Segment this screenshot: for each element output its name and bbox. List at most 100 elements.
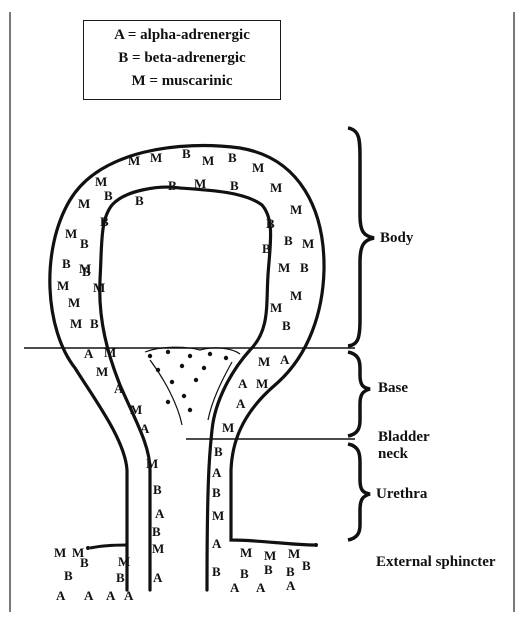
- receptor-marker-left-wall: M: [93, 280, 105, 295]
- receptor-marker-base-left: A: [114, 381, 124, 396]
- receptor-marker-urethra-right: M: [212, 508, 224, 523]
- receptor-marker-sphincter-right: B: [302, 558, 311, 573]
- label-bladder-neck-line2: neck: [378, 446, 408, 463]
- legend-alpha: A = alpha-adrenergic: [84, 27, 280, 44]
- receptor-marker-top-row: M: [252, 160, 264, 175]
- receptor-marker-upper-ring: B: [168, 178, 177, 193]
- receptor-marker-urethra-left: A: [155, 506, 165, 521]
- receptor-marker-sphincter-right: B: [286, 564, 295, 579]
- receptor-marker-right-wall: B: [266, 216, 275, 231]
- label-urethra: Urethra: [376, 486, 427, 503]
- trigone-dot: [188, 408, 192, 412]
- receptor-marker-base-left: A: [84, 346, 94, 361]
- receptor-marker-top-row: M: [202, 153, 214, 168]
- receptor-marker-left-wall: B: [82, 264, 91, 279]
- receptor-marker-left-wall: B: [100, 214, 109, 229]
- receptor-marker-upper-ring: B: [230, 178, 239, 193]
- receptor-marker-upper-ring: M: [194, 176, 206, 191]
- receptor-marker-right-wall: M: [290, 202, 302, 217]
- trigone-dot: [202, 366, 206, 370]
- receptor-marker-sphincter-right: M: [288, 546, 300, 561]
- trigone-dot: [208, 352, 212, 356]
- receptor-marker-sphincter-right: B: [264, 562, 273, 577]
- receptor-marker-sphincter-left: A: [106, 588, 116, 603]
- receptor-marker-top-row: B: [228, 150, 237, 165]
- receptor-marker-base-right: M: [258, 354, 270, 369]
- receptor-marker-right-wall: B: [282, 318, 291, 333]
- legend-muscarinic: M = muscarinic: [84, 73, 280, 90]
- receptor-marker-right-wall: M: [290, 288, 302, 303]
- receptor-marker-urethra-left: M: [146, 456, 158, 471]
- trigone-right-edge: [208, 362, 232, 420]
- receptor-marker-base-left: M: [130, 402, 142, 417]
- receptor-marker-left-wall: B: [104, 188, 113, 203]
- receptor-marker-urethra-right: B: [212, 564, 221, 579]
- receptor-marker-left-wall: M: [68, 295, 80, 310]
- receptor-marker-right-wall: M: [302, 236, 314, 251]
- receptor-marker-urethra-left: A: [153, 570, 163, 585]
- receptor-marker-urethra-left: B: [153, 482, 162, 497]
- bladder-outer-wall: [50, 146, 324, 590]
- receptor-marker-left-wall: B: [80, 236, 89, 251]
- receptor-marker-upper-ring: M: [270, 180, 282, 195]
- receptor-marker-left-wall: M: [57, 278, 69, 293]
- receptor-marker-sphincter-right: A: [286, 578, 296, 593]
- receptor-marker-left-wall: M: [70, 316, 82, 331]
- receptor-marker-right-wall: M: [278, 260, 290, 275]
- receptor-marker-base-right: A: [238, 376, 248, 391]
- receptor-marker-top-row: M: [150, 150, 162, 165]
- receptor-marker-upper-ring: M: [95, 174, 107, 189]
- receptor-marker-base-left: A: [140, 421, 150, 436]
- urethra-brace: [348, 444, 370, 540]
- receptor-marker-right-wall: B: [262, 241, 271, 256]
- receptor-marker-sphincter-left: B: [80, 555, 89, 570]
- trigone-dot: [194, 378, 198, 382]
- trigone-left-edge: [150, 360, 182, 425]
- receptor-marker-sphincter-left: B: [64, 568, 73, 583]
- receptor-marker-urethra-right: B: [214, 444, 223, 459]
- receptor-marker-sphincter-left: A: [84, 588, 94, 603]
- trigone-dot: [166, 400, 170, 404]
- trigone-dot: [188, 354, 192, 358]
- receptor-marker-sphincter-right: A: [256, 580, 266, 595]
- receptor-marker-sphincter-right: M: [240, 545, 252, 560]
- legend-box: A = alpha-adrenergic B = beta-adrenergic…: [83, 20, 281, 100]
- label-bladder-neck-line1: Bladder: [378, 429, 430, 446]
- receptor-marker-sphincter-right: M: [264, 548, 276, 563]
- receptor-marker-top-row: B: [182, 146, 191, 161]
- receptor-marker-right-wall: B: [300, 260, 309, 275]
- receptor-marker-urethra-right: A: [212, 536, 222, 551]
- receptor-marker-top-row: M: [128, 153, 140, 168]
- trigone-dot: [166, 350, 170, 354]
- sphincter-right-dot: [314, 543, 318, 547]
- receptor-marker-left-wall: B: [62, 256, 71, 271]
- trigone-dot: [224, 356, 228, 360]
- receptor-marker-urethra-left: M: [152, 541, 164, 556]
- receptor-marker-urethra-right: B: [212, 485, 221, 500]
- receptor-marker-base-left: M: [96, 364, 108, 379]
- receptor-marker-upper-ring: B: [135, 193, 144, 208]
- receptor-marker-base-right: M: [222, 420, 234, 435]
- legend-beta: B = beta-adrenergic: [84, 50, 280, 67]
- receptor-marker-sphincter-left: M: [118, 554, 130, 569]
- trigone-dot: [170, 380, 174, 384]
- receptor-marker-base-left: M: [104, 345, 116, 360]
- receptor-marker-sphincter-left: B: [116, 570, 125, 585]
- trigone-dot: [156, 368, 160, 372]
- trigone-dots: [148, 350, 228, 412]
- receptor-marker-right-wall: M: [270, 300, 282, 315]
- trigone-dot: [148, 354, 152, 358]
- trigone-dot: [182, 394, 186, 398]
- receptor-marker-left-wall: M: [65, 226, 77, 241]
- receptor-marker-right-wall: B: [284, 233, 293, 248]
- sphincter-left-dot: [86, 546, 90, 550]
- receptor-marker-sphincter-left: M: [54, 545, 66, 560]
- receptor-marker-urethra-right: A: [212, 465, 222, 480]
- receptor-marker-base-right: M: [256, 376, 268, 391]
- label-body: Body: [380, 230, 413, 247]
- receptor-marker-sphincter-left: A: [56, 588, 66, 603]
- trigone-dot: [180, 364, 184, 368]
- sphincter-left-lip: [90, 545, 127, 548]
